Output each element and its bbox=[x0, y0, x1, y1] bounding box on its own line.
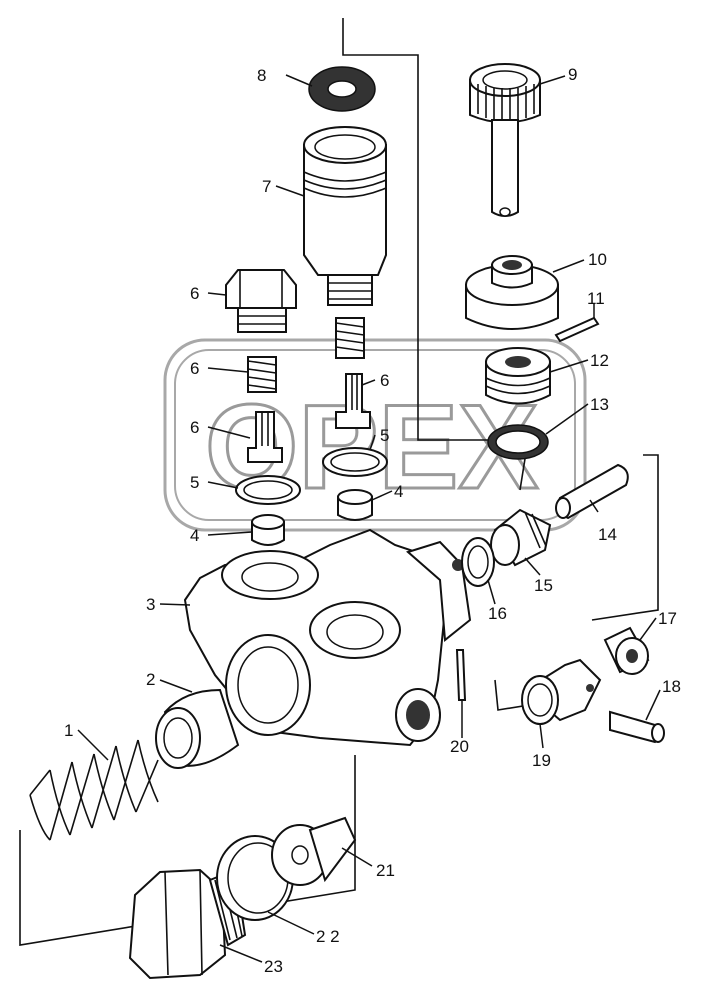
callout-11: 9 bbox=[568, 65, 577, 84]
callout-4b: 4 bbox=[394, 482, 403, 501]
callout-9: 7 bbox=[262, 177, 271, 196]
part-3-pump-housing bbox=[183, 528, 472, 747]
part-5-washer-center bbox=[322, 447, 388, 477]
callout-14: 12 bbox=[590, 351, 609, 370]
part-4-bushing-center bbox=[337, 489, 373, 521]
callout-1: 1 bbox=[64, 721, 73, 740]
callout-labels: 8 7 9 10 11 12 13 6 6 6 6 5 5 4 4 3 2 1 … bbox=[64, 65, 681, 976]
part-4-bushing-left bbox=[251, 514, 285, 546]
callout-2: 2 bbox=[146, 670, 155, 689]
part-12-pump-cylinder bbox=[465, 255, 559, 330]
part-11-pump-knob bbox=[469, 63, 541, 217]
callout-3: 3 bbox=[146, 595, 155, 614]
part-20-pin bbox=[609, 710, 665, 744]
part-15-o-ring bbox=[487, 424, 549, 460]
callout-25: 23 bbox=[264, 957, 283, 976]
part-7-spring-center bbox=[335, 317, 365, 359]
callout-13: 11 bbox=[587, 289, 605, 308]
callout-10: 8 bbox=[257, 66, 266, 85]
part-5-washer-left bbox=[235, 475, 301, 505]
part-7-spring-left bbox=[247, 356, 277, 393]
part-9-valve-sleeve bbox=[303, 126, 387, 306]
callout-6b: 6 bbox=[380, 371, 389, 390]
callout-19: 17 bbox=[658, 609, 677, 628]
callout-23: 21 bbox=[376, 861, 395, 880]
part-19-bushing bbox=[603, 626, 650, 675]
part-6-valve-center bbox=[335, 373, 371, 429]
callout-6a: 6 bbox=[190, 418, 199, 437]
part-8-hex-plug bbox=[225, 269, 297, 333]
callout-15: 13 bbox=[590, 395, 609, 414]
callout-22: 20 bbox=[450, 737, 469, 756]
callout-16: 14 bbox=[598, 525, 617, 544]
part-1-main-spring bbox=[29, 739, 159, 841]
part-13-pin bbox=[554, 316, 600, 343]
callout-7: 6 bbox=[190, 359, 199, 378]
leader-lines bbox=[77, 74, 661, 963]
callout-18: 16 bbox=[488, 604, 507, 623]
callout-20: 18 bbox=[662, 677, 681, 696]
callout-21: 19 bbox=[532, 751, 551, 770]
part-2-bushing bbox=[155, 688, 240, 769]
part-22-pin bbox=[455, 649, 467, 701]
callout-12: 10 bbox=[588, 250, 607, 269]
part-21-lever bbox=[521, 658, 602, 725]
callout-5b: 5 bbox=[380, 426, 389, 445]
callout-5a: 5 bbox=[190, 473, 199, 492]
callout-24: 2 2 bbox=[316, 927, 340, 946]
part-23-valve-disc bbox=[271, 816, 357, 886]
part-14-piston bbox=[485, 347, 551, 405]
callout-17: 15 bbox=[534, 576, 553, 595]
part-6-valve-left bbox=[247, 411, 283, 463]
callout-8: 6 bbox=[190, 284, 199, 303]
part-17-fitting bbox=[490, 508, 552, 567]
part-10-seal-ring bbox=[308, 66, 376, 112]
part-16-pin bbox=[555, 463, 629, 520]
part-18-washer bbox=[461, 537, 495, 587]
callout-4a: 4 bbox=[190, 526, 199, 545]
